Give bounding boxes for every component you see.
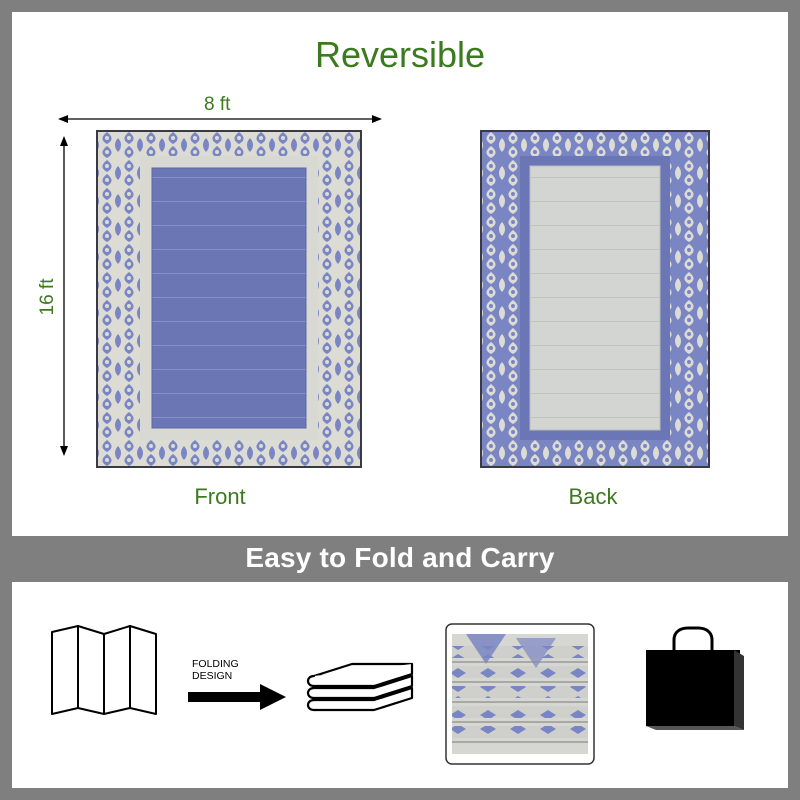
front-rug-image [96,130,362,468]
arrow-right-icon [188,684,286,710]
folded-rug-photo [445,623,595,765]
carry-bag-icon [646,626,744,730]
folding-panels-icon [51,625,157,715]
back-rug-image [480,130,710,468]
length-label: 16 ft [37,278,58,316]
fold-carry-banner: Easy to Fold and Carry [0,536,800,580]
back-caption: Back [568,484,618,509]
banner-text: Easy to Fold and Carry [245,542,555,573]
folded-stack-icon [306,662,414,712]
section-title-reversible: Reversible [314,34,486,75]
width-label: 8 ft [204,94,231,115]
front-caption: Front [194,484,246,509]
folding-design-label: FOLDING DESIGN [192,658,239,682]
